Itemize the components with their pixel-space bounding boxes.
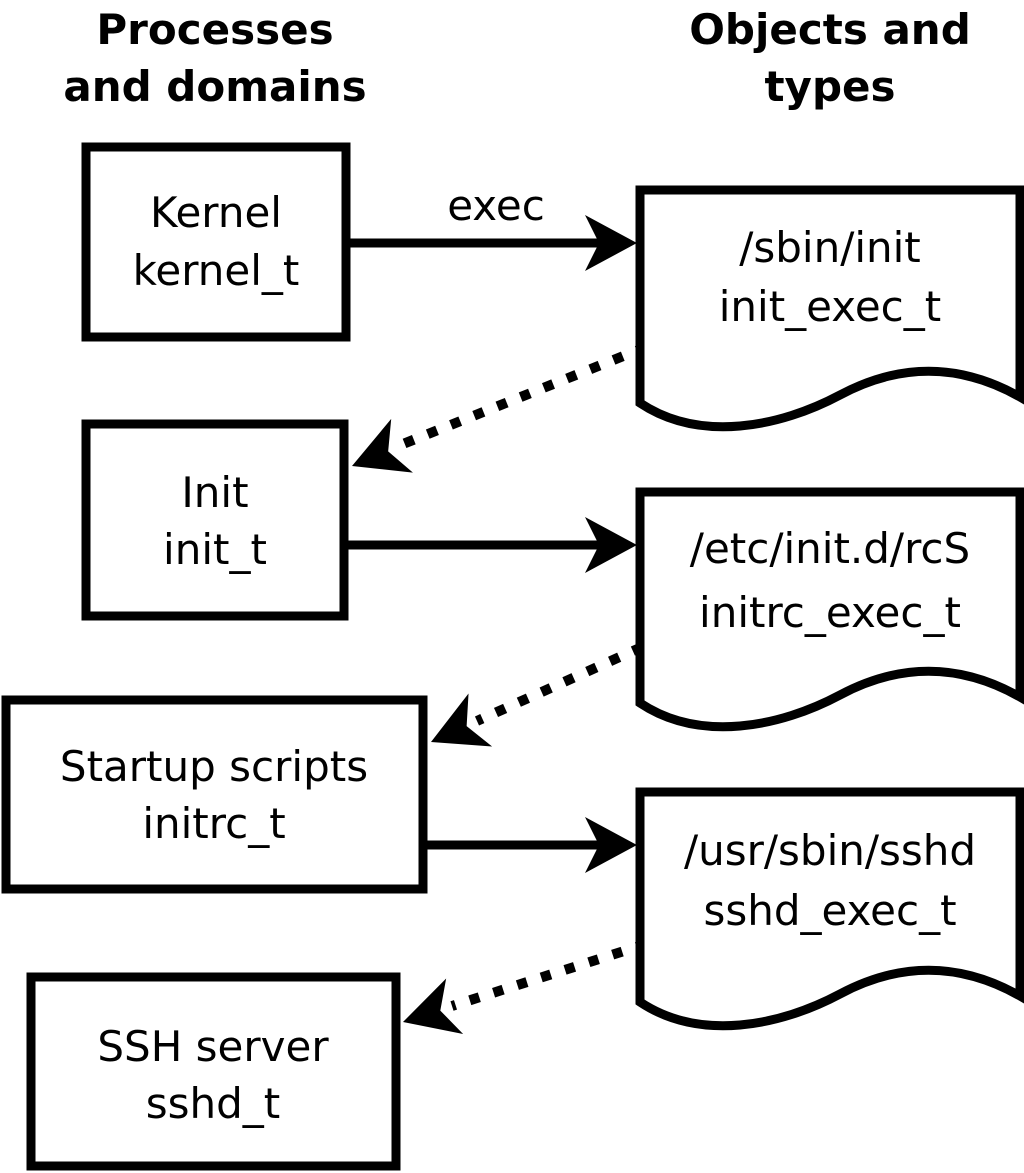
object-type: init_exec_t xyxy=(719,282,942,331)
process-name: Kernel xyxy=(150,188,282,237)
header-left-line1: Processes xyxy=(96,5,333,54)
arrowhead-icon xyxy=(585,215,637,271)
header-objects-and-types: Objects and types xyxy=(689,5,971,111)
arrowhead-icon xyxy=(585,517,637,573)
object-type: initrc_exec_t xyxy=(699,588,961,637)
transition-arrow-line xyxy=(396,342,648,451)
exec-label: exec xyxy=(447,181,545,230)
header-left-line2: and domains xyxy=(63,62,366,111)
process-rect xyxy=(81,419,349,621)
object-doc-usr-sbin-sshd: /usr/sbin/sshd sshd_exec_t xyxy=(635,787,1024,1031)
object-type: sshd_exec_t xyxy=(703,886,956,935)
process-type: kernel_t xyxy=(133,246,300,295)
object-path: /usr/sbin/sshd xyxy=(684,826,976,875)
exec-arrow-initrc-to-sshd-exec xyxy=(427,817,637,873)
arrowhead-icon xyxy=(403,978,464,1034)
document-shape xyxy=(635,487,1024,732)
exec-arrow-init-to-initrc-exec xyxy=(348,517,637,573)
object-path: /sbin/init xyxy=(739,223,921,272)
arrowhead-icon xyxy=(431,693,493,747)
process-rect xyxy=(26,972,401,1171)
document-shape xyxy=(635,185,1024,432)
process-box-init: Init init_t xyxy=(81,419,349,621)
transition-arrow-sshd-exec-to-sshd xyxy=(403,939,648,1034)
process-name: Init xyxy=(181,468,248,517)
process-type: init_t xyxy=(163,525,267,574)
transition-arrow-initrc-exec-to-initrc xyxy=(431,642,645,747)
object-doc-etc-initd-rcs: /etc/init.d/rcS initrc_exec_t xyxy=(635,487,1024,732)
process-type: initrc_t xyxy=(142,799,285,848)
arrowhead-icon xyxy=(352,418,413,473)
transition-arrow-init-exec-to-init xyxy=(352,342,648,473)
document-shape xyxy=(635,787,1024,1031)
process-name: Startup scripts xyxy=(60,742,368,791)
header-processes-and-domains: Processes and domains xyxy=(63,5,366,111)
process-name: SSH server xyxy=(97,1022,329,1071)
process-type: sshd_t xyxy=(146,1079,281,1128)
exec-arrow-kernel-to-init-exec: exec xyxy=(350,181,637,271)
object-path: /etc/init.d/rcS xyxy=(690,524,970,573)
transition-arrow-line xyxy=(474,642,645,726)
header-right-line1: Objects and xyxy=(689,5,971,54)
transition-arrow-line xyxy=(450,939,648,1011)
object-doc-sbin-init: /sbin/init init_exec_t xyxy=(635,185,1024,432)
arrowhead-icon xyxy=(585,817,637,873)
process-box-kernel: Kernel kernel_t xyxy=(81,142,351,342)
process-box-startup-scripts: Startup scripts initrc_t xyxy=(1,695,428,894)
process-box-ssh-server: SSH server sshd_t xyxy=(26,972,401,1171)
process-rect xyxy=(81,142,351,342)
process-rect xyxy=(1,695,428,894)
header-right-line2: types xyxy=(764,62,895,111)
